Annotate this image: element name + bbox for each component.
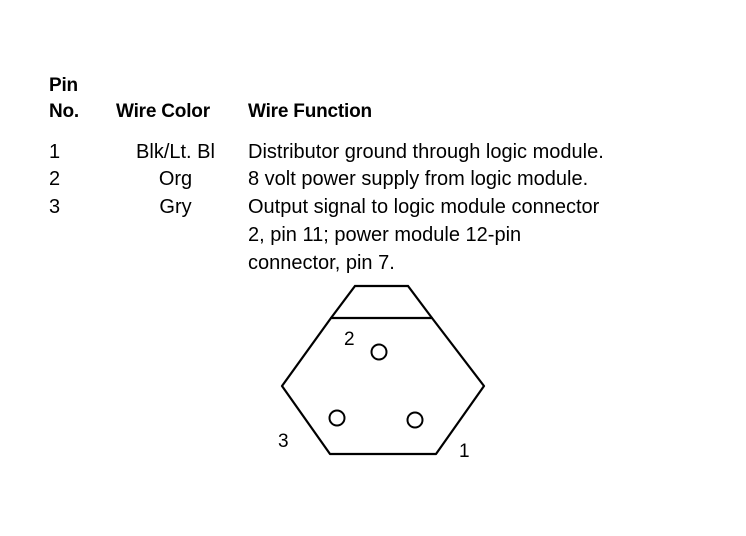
pin-1-label: 1 [459, 441, 470, 462]
pin-2-hole [370, 343, 388, 361]
row-2-color: Org [158, 168, 193, 190]
pin-3-label: 3 [278, 431, 289, 452]
row-3-function-line3: connector, pin 7. [248, 252, 395, 274]
row-1-color: Blk/Lt. Bl [136, 141, 215, 163]
pin-2-label: 2 [344, 329, 355, 350]
pin-3-hole [328, 409, 346, 427]
connector-key-tab [330, 284, 433, 319]
row-2-function: 8 volt power supply from logic module. [248, 168, 589, 190]
row-3-function-line2: 2, pin 11; power module 12-pin [248, 224, 522, 246]
header-wire-color: Wire Color [116, 101, 210, 122]
header-wire-function: Wire Function [248, 101, 372, 122]
header-pin-line1: Pin [49, 75, 78, 96]
row-3-color: Gry [159, 196, 192, 218]
header-pin-line2: No. [49, 101, 80, 122]
row-3-function-line1: Output signal to logic module connector [248, 196, 600, 218]
pin-1-hole [406, 411, 424, 429]
row-3-pin: 3 [49, 196, 61, 218]
pin-wire-table: Pin No. Wire Color Wire Function 1 Blk/L… [49, 75, 604, 274]
row-1-pin: 1 [49, 141, 61, 163]
connector-body-outline [280, 316, 486, 456]
row-1-function: Distributor ground through logic module. [248, 141, 604, 163]
row-2-pin: 2 [49, 168, 61, 190]
